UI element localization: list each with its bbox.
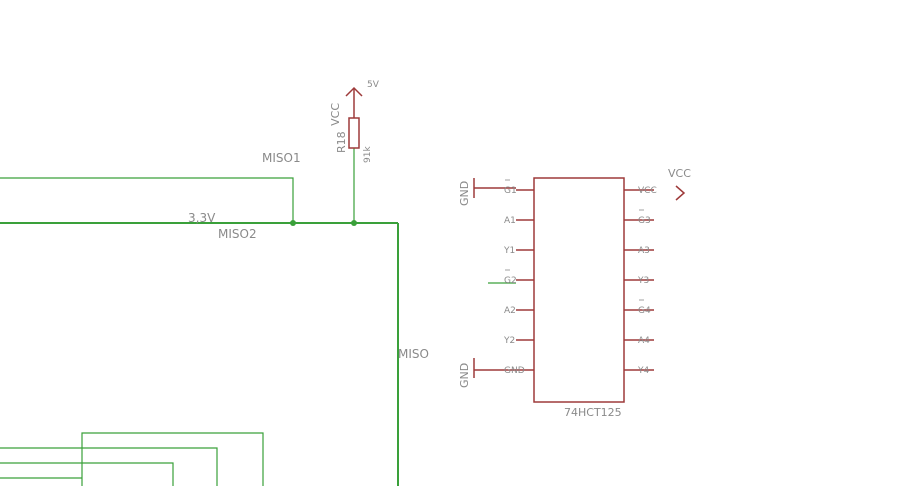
gnd-label-top: GND xyxy=(458,181,471,206)
pin-label-gnd: GND xyxy=(504,366,525,376)
net-label-miso2: MISO2 xyxy=(218,227,257,241)
wires xyxy=(0,148,516,486)
resistor-body xyxy=(348,117,360,149)
supply-value-5v: 5V xyxy=(367,80,380,90)
resistor-name: R18 xyxy=(335,131,348,153)
junction-miso1 xyxy=(290,220,296,226)
vcc-arrow-icon xyxy=(345,86,363,97)
pin-label-y1: Y1 xyxy=(503,246,515,256)
wire-bus-1 xyxy=(81,432,264,486)
pin-label-y4: Y4 xyxy=(637,366,649,376)
pin-label-y2: Y2 xyxy=(503,336,515,346)
junction-resistor xyxy=(351,220,357,226)
pin-label-g4: G4 xyxy=(638,306,651,316)
ic-74hct125[interactable]: 74HCT125 GND GND VCC G1A1Y1G2A2Y2GNDVCCG… xyxy=(458,167,691,419)
pin-label-g3: G3 xyxy=(638,216,651,226)
pin-label-vcc: VCC xyxy=(638,186,657,196)
net-label-3v3: 3,3V xyxy=(188,211,216,225)
pin-label-y3: Y3 xyxy=(637,276,649,286)
ic-body xyxy=(533,177,625,403)
ic-name: 74HCT125 xyxy=(564,406,622,419)
pin-label-g1: G1 xyxy=(504,186,517,196)
pin-label-a4: A4 xyxy=(638,336,650,346)
wire-miso1 xyxy=(0,177,294,223)
wire-bus-2 xyxy=(0,447,218,486)
wire-bus-3 xyxy=(0,462,174,486)
resistor-value: 91k xyxy=(363,146,373,163)
gnd-label-bottom: GND xyxy=(458,363,471,388)
pin-label-a2: A2 xyxy=(504,306,516,316)
pin-label-a3: A3 xyxy=(638,246,650,256)
ic-vcc-label: VCC xyxy=(668,167,691,180)
resistor-r18[interactable]: VCC 5V R18 91k xyxy=(329,80,380,163)
net-label-miso1: MISO1 xyxy=(262,151,301,165)
pin-label-g2: G2 xyxy=(504,276,517,286)
pin-label-a1: A1 xyxy=(504,216,516,226)
supply-label-vcc: VCC xyxy=(329,103,342,126)
vcc-arrow-right-icon xyxy=(675,185,686,201)
net-label-miso: MISO xyxy=(398,347,429,361)
